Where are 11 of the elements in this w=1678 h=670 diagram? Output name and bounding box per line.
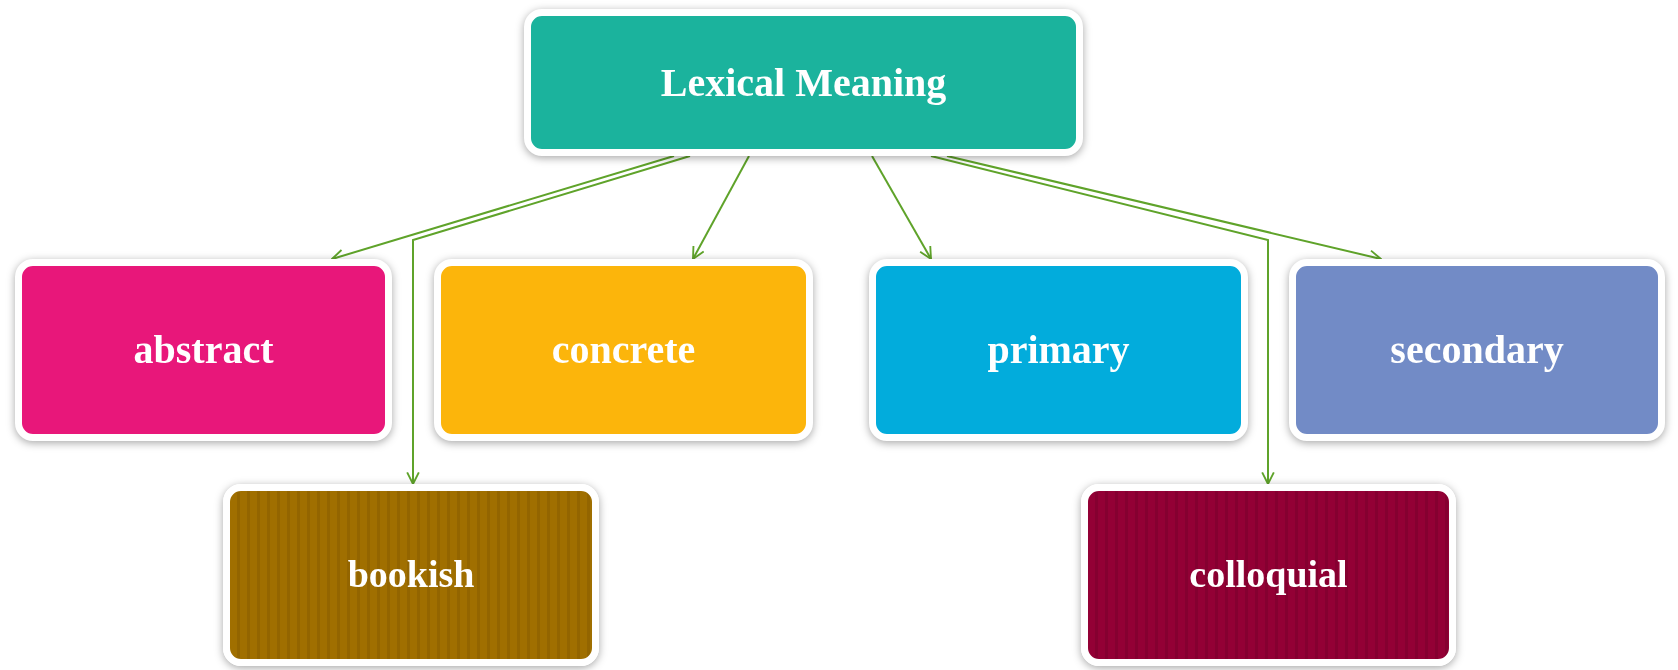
arrow (406, 155, 691, 485)
box-label: bookish (346, 552, 476, 598)
box-label: primary (986, 326, 1131, 374)
box-label: colloquial (1188, 552, 1349, 598)
box-label: secondary (1389, 326, 1565, 374)
box-label: Lexical Meaning (659, 58, 948, 107)
box-label: abstract (132, 326, 275, 374)
arrow (871, 155, 932, 260)
arrow (692, 155, 750, 260)
arrow (930, 155, 1275, 485)
box-label: concrete (550, 326, 697, 374)
